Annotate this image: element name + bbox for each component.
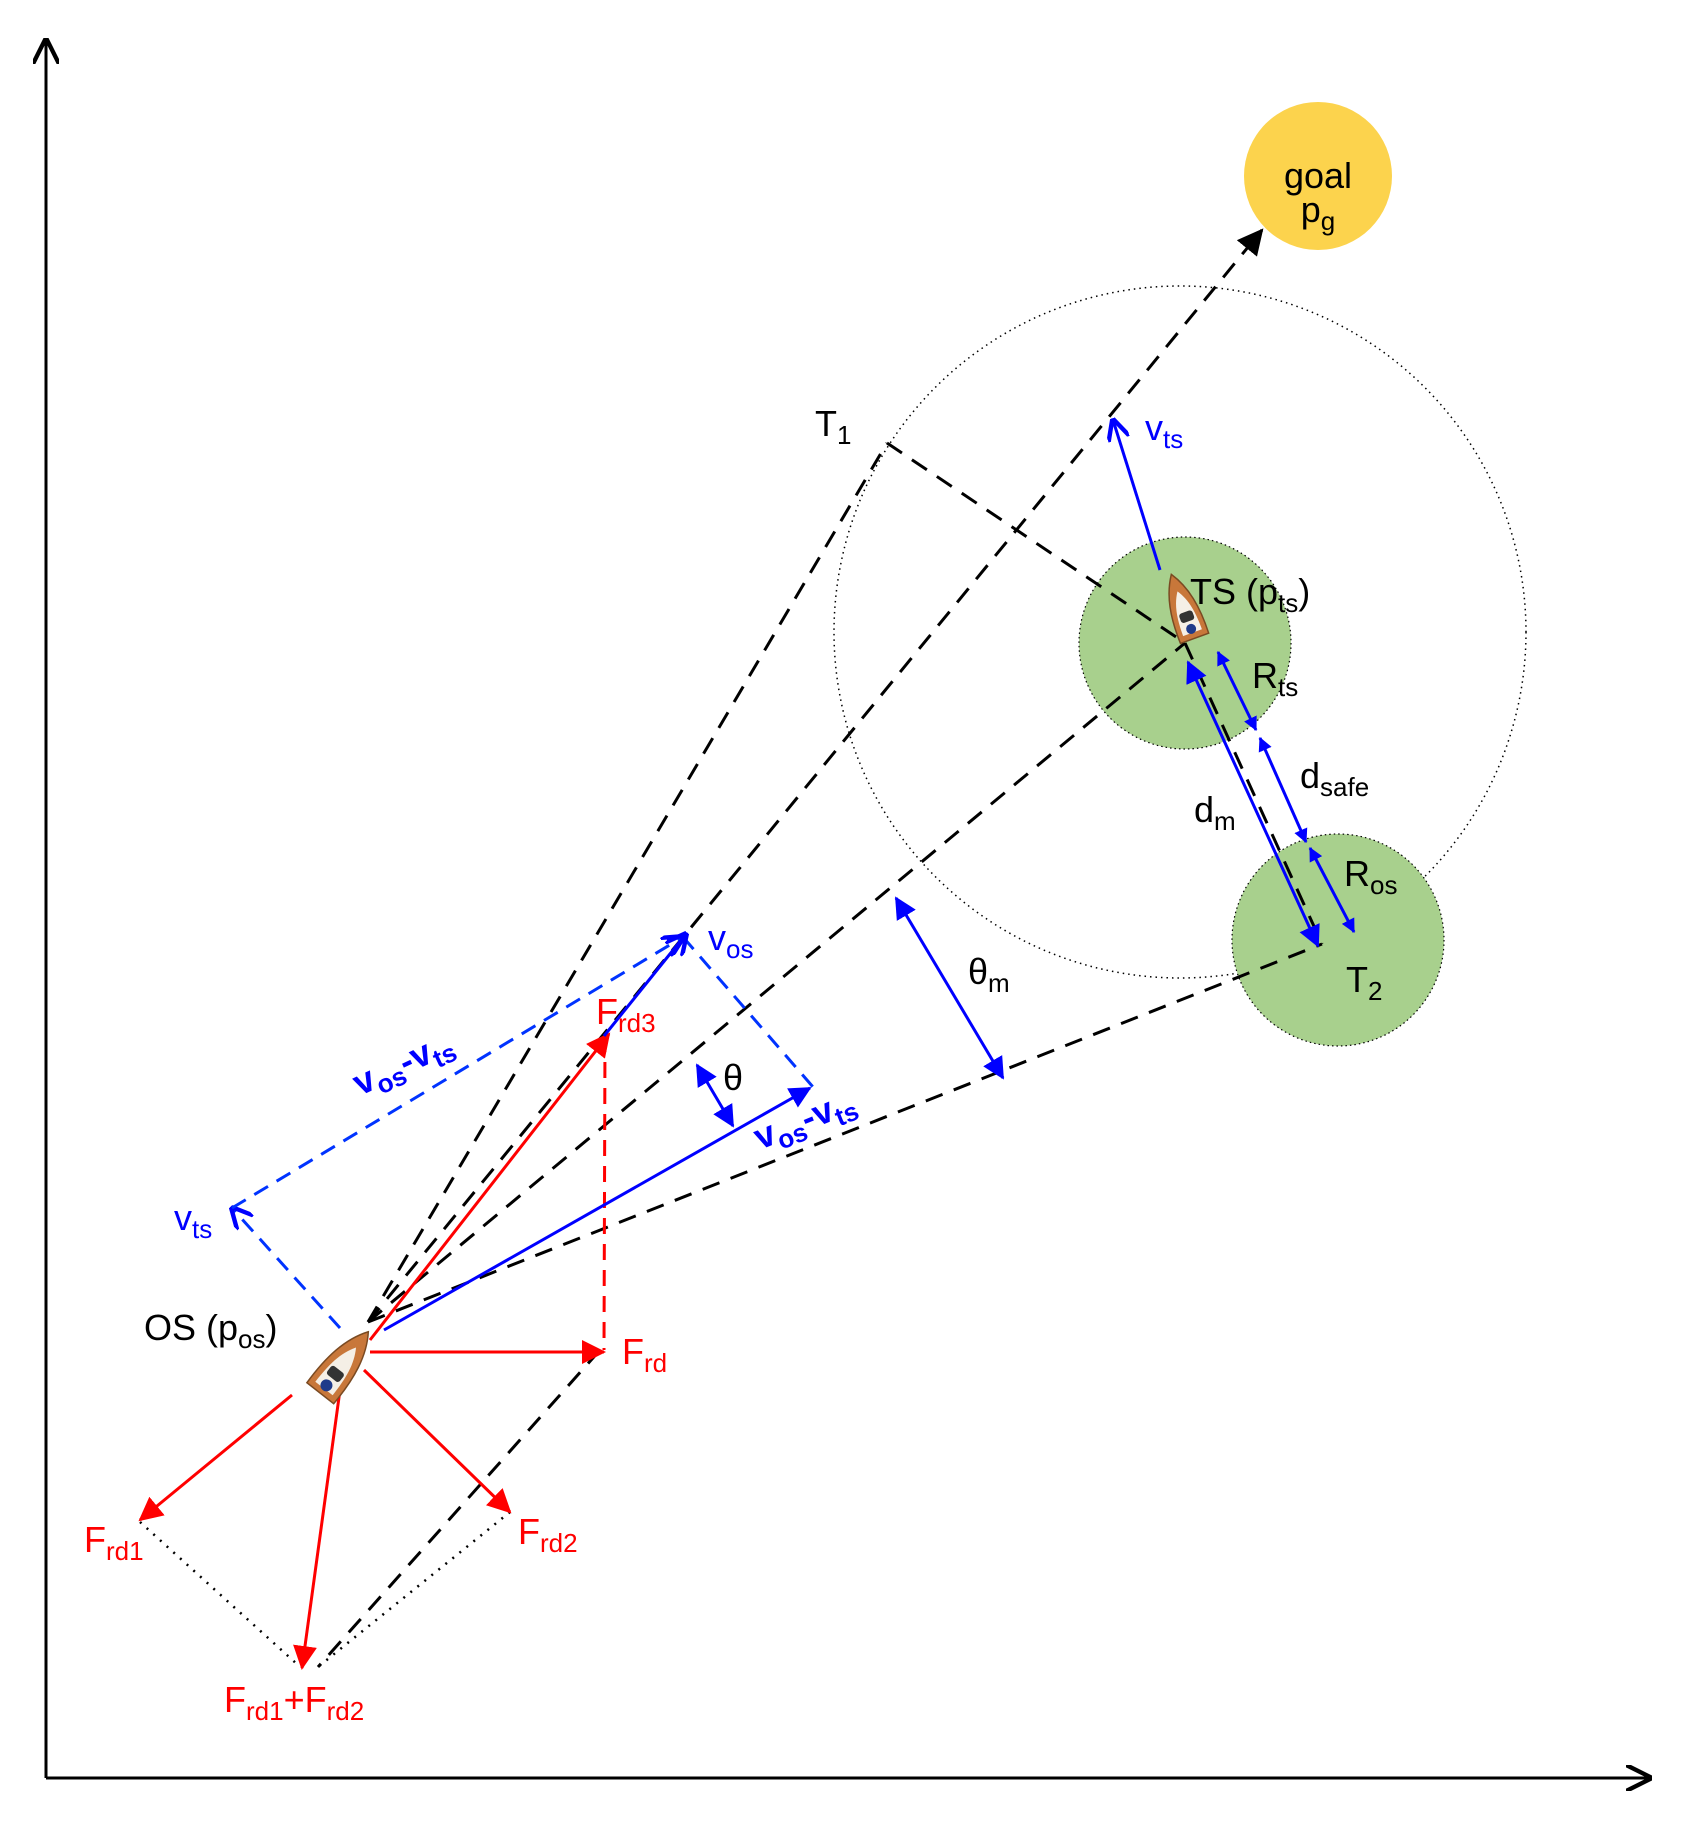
- ros-arrow: [1308, 846, 1356, 934]
- tangent-line-t1: [366, 442, 889, 1323]
- frd3-label: Frd3: [596, 991, 656, 1038]
- vos-arrow: [602, 934, 686, 1037]
- t1-to-ts-line: [886, 441, 1186, 645]
- ts-vts-arrow: [1113, 420, 1162, 571]
- velocity-vectors: [383, 420, 1162, 1332]
- theta-label: θ: [723, 1057, 743, 1098]
- goal-label: goal: [1284, 155, 1352, 196]
- goal-node: goal pg: [1244, 102, 1392, 250]
- vts-dashed-line: [232, 1208, 342, 1330]
- black-labels: T1 T2 TS (pts) OS (pos) Rts dsafe dm Ros…: [144, 403, 1397, 1354]
- frd-sum-label: Frd1+Frd2: [224, 1679, 364, 1726]
- os-boat-icon: [305, 1330, 370, 1405]
- frd-sum-arrow: [293, 1389, 342, 1670]
- vos-minus-vts-dashed-line: [231, 937, 683, 1210]
- theta-m-arrow: [894, 896, 1005, 1080]
- frd3-arrow: [368, 1032, 611, 1341]
- os-vts-label: vts: [174, 1197, 212, 1244]
- vos-label: vos: [708, 917, 753, 964]
- dsafe-label: dsafe: [1300, 755, 1369, 802]
- frd2-label: Frd2: [518, 1511, 578, 1558]
- frd1-to-sum-dotted: [139, 1521, 299, 1666]
- frd-label: Frd: [622, 1331, 667, 1378]
- frd3-to-frd-dashed: [602, 1035, 607, 1351]
- t1-label: T1: [815, 403, 851, 450]
- relative-velocity-construction: [231, 936, 815, 1330]
- line-os-to-ts: [367, 641, 1186, 1324]
- frd1-arrow: [138, 1393, 293, 1522]
- tangent-line-t2: [367, 942, 1323, 1324]
- frd-to-sum-line: [316, 1349, 602, 1668]
- ros-label: Ros: [1344, 853, 1397, 900]
- vos-minus-vts-dashed-label: vos-vts: [346, 1021, 462, 1108]
- ts-label: TS (pts): [1190, 571, 1310, 618]
- frd2-arrow: [362, 1368, 512, 1514]
- theta-m-label: θm: [968, 951, 1010, 998]
- ts-vts-label: vts: [1145, 407, 1183, 454]
- red-labels: Frd3 Frd Frd1 Frd2 Frd1+Frd2: [84, 991, 667, 1726]
- blue-labels: vts vos vts vos-vts vos-vts: [174, 407, 1183, 1244]
- os-safety-disc-at-t2: [1231, 833, 1445, 1047]
- axes: [46, 40, 1650, 1778]
- line-os-to-goal: [366, 228, 1264, 1323]
- goal-position-label: pg: [1301, 189, 1336, 236]
- rts-label: Rts: [1252, 655, 1298, 702]
- rts-arrow: [1216, 650, 1258, 732]
- dm-label: dm: [1194, 789, 1236, 836]
- theta-arrow: [695, 1063, 735, 1128]
- ts-boat-icon: [1168, 573, 1210, 645]
- dm-arrow: [1186, 660, 1320, 948]
- collision-region-circle: [833, 285, 1527, 979]
- vos-minus-vts-arrow: [383, 1086, 812, 1332]
- frd1-label: Frd1: [84, 1519, 144, 1566]
- vos-to-relative-dashed: [681, 936, 815, 1088]
- measurement-arrows: [695, 650, 1356, 1128]
- t2-label: T2: [1346, 959, 1382, 1006]
- dsafe-arrow: [1258, 736, 1308, 844]
- frd2-to-sum-dotted: [317, 1511, 511, 1668]
- repulsive-forces: [138, 1032, 611, 1670]
- os-label: OS (pos): [144, 1307, 278, 1354]
- goal-circle: [1244, 102, 1392, 250]
- parallelogram-lines: [139, 1511, 511, 1668]
